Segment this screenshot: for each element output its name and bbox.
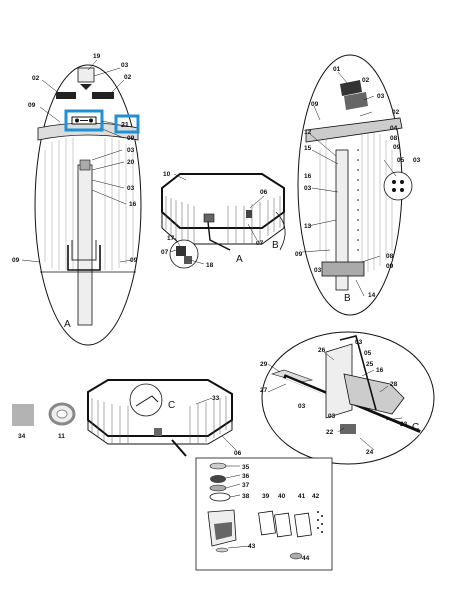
section-letter-b: B: [344, 293, 351, 304]
detail-b-oval: 01 02 03 09 02 04 08 09 12 15 16 03 05 0…: [295, 54, 421, 316]
callout-16: 16: [129, 201, 137, 208]
callout-25: 25: [366, 361, 374, 368]
callout-43: 43: [248, 543, 256, 550]
callout-03: 03: [304, 185, 312, 192]
pool-assembly-top: 10 06 17 07 07 18 A B: [161, 171, 286, 269]
callout-09: 09: [28, 102, 36, 109]
callout-29: 29: [260, 361, 268, 368]
callout-34: 34: [18, 433, 26, 440]
callout-03: 03: [413, 157, 421, 164]
callout-09: 09: [127, 135, 135, 142]
callout-02: 02: [362, 77, 370, 84]
callout-13: 13: [304, 223, 312, 230]
callout-16: 16: [304, 173, 312, 180]
callout-11: 11: [58, 433, 65, 440]
callout-44: 44: [302, 555, 310, 562]
callout-03: 03: [298, 403, 306, 410]
callout-22: 22: [326, 429, 334, 436]
skimmer-parts-box: 35 36 37 38 39 40 41 42 43 44: [195, 457, 333, 571]
callout-16: 16: [376, 367, 384, 374]
callout-09: 09: [311, 101, 319, 108]
callout-09: 09: [295, 251, 303, 258]
callout-03: 03: [328, 413, 336, 420]
loose-parts: 34 11: [12, 402, 76, 440]
callout-23: 23: [400, 421, 408, 428]
callout-37: 37: [242, 482, 250, 489]
callout-03: 03: [121, 62, 129, 69]
callout-02: 02: [32, 75, 40, 82]
callout-15: 15: [304, 145, 312, 152]
callout-41: 41: [298, 493, 306, 500]
callout-09: 09: [12, 257, 20, 264]
callout-06: 06: [234, 450, 242, 457]
section-letter-a: A: [236, 254, 243, 265]
callout-12: 12: [304, 129, 312, 136]
callout-09: 09: [130, 257, 138, 264]
callout-01: 01: [333, 66, 341, 73]
callout-14: 14: [368, 292, 376, 299]
callout-10: 10: [163, 171, 171, 178]
callout-40: 40: [278, 493, 286, 500]
detail-c-oval: 29 26 03 05 25 16 27 28 03 03 22 23 24 C: [260, 331, 435, 465]
section-letter-c: C: [168, 400, 175, 411]
highlighted-part-icon: [71, 116, 97, 125]
callout-42: 42: [312, 493, 320, 500]
callout-28: 28: [390, 381, 398, 388]
callout-02: 02: [124, 74, 132, 81]
callout-38: 38: [242, 493, 250, 500]
callout-33: 33: [212, 395, 220, 402]
callout-07: 07: [256, 240, 264, 247]
callout-09: 09: [386, 263, 394, 270]
callout-08: 08: [386, 253, 394, 260]
highlight-box-label-21: [114, 114, 140, 134]
callout-03: 03: [377, 93, 385, 100]
callout-05: 05: [364, 350, 372, 357]
pool-assembly-bottom: 33 06 C: [87, 379, 242, 457]
callout-21: 21: [121, 122, 129, 129]
callout-07: 07: [161, 249, 169, 256]
section-letter-c: C: [412, 422, 419, 433]
callout-06: 06: [260, 189, 268, 196]
callout-03: 03: [314, 267, 322, 274]
callout-20: 20: [127, 159, 135, 166]
callout-03: 03: [355, 339, 363, 346]
callout-03: 03: [127, 185, 135, 192]
callout-08: 08: [390, 135, 398, 142]
callout-18: 18: [206, 262, 214, 269]
callout-02: 02: [392, 109, 400, 116]
callout-04: 04: [390, 125, 398, 132]
callout-36: 36: [242, 473, 250, 480]
callout-03: 03: [127, 147, 135, 154]
callout-26: 26: [318, 347, 326, 354]
detail-a-oval: 19 03 02 02 09 21 09 03 20 03 16 09 09 A: [12, 53, 142, 346]
section-letter-a: A: [64, 319, 71, 330]
callout-19: 19: [93, 53, 101, 60]
callout-09: 09: [393, 144, 401, 151]
ground-cloth-swatch: [12, 404, 34, 426]
callout-35: 35: [242, 464, 250, 471]
callout-05: 05: [397, 157, 405, 164]
section-letter-b: B: [272, 240, 279, 251]
callout-39: 39: [262, 493, 270, 500]
callout-27: 27: [260, 387, 268, 394]
callout-17: 17: [167, 235, 175, 242]
callout-24: 24: [366, 449, 374, 456]
highlight-box-part: [64, 109, 104, 132]
